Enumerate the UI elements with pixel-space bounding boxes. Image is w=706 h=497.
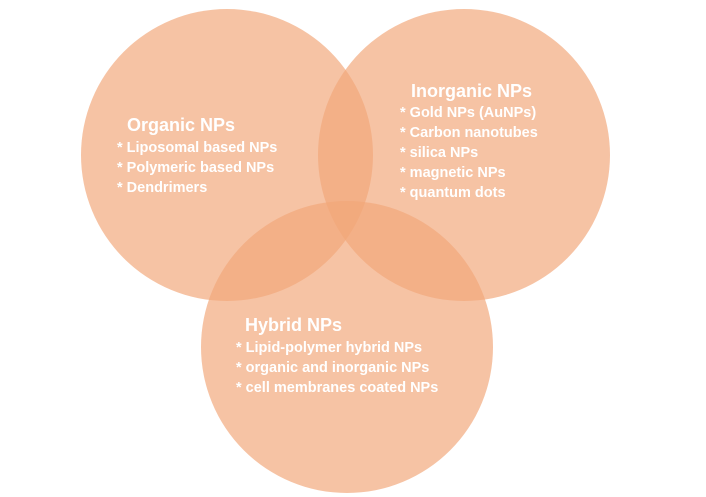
hybrid-label-group: Hybrid NPs * Lipid-polymer hybrid NPs * … (236, 315, 438, 396)
inorganic-item: * magnetic NPs (400, 165, 506, 181)
inorganic-title: Inorganic NPs (411, 81, 532, 101)
organic-title: Organic NPs (127, 115, 235, 135)
organic-item: * Polymeric based NPs (117, 160, 274, 176)
inorganic-item: * silica NPs (400, 145, 478, 161)
organic-item: * Liposomal based NPs (117, 140, 277, 156)
hybrid-item: * Lipid-polymer hybrid NPs (236, 340, 422, 356)
inorganic-label-group: Inorganic NPs * Gold NPs (AuNPs) * Carbo… (400, 81, 538, 201)
organic-item: * Dendrimers (117, 180, 207, 196)
hybrid-circle (201, 201, 493, 493)
inorganic-item: * Gold NPs (AuNPs) (400, 105, 536, 121)
hybrid-item: * organic and inorganic NPs (236, 360, 429, 376)
organic-label-group: Organic NPs * Liposomal based NPs * Poly… (117, 115, 277, 196)
inorganic-item: * quantum dots (400, 185, 506, 201)
inorganic-item: * Carbon nanotubes (400, 125, 538, 141)
hybrid-item: * cell membranes coated NPs (236, 380, 438, 396)
hybrid-title: Hybrid NPs (245, 315, 342, 335)
